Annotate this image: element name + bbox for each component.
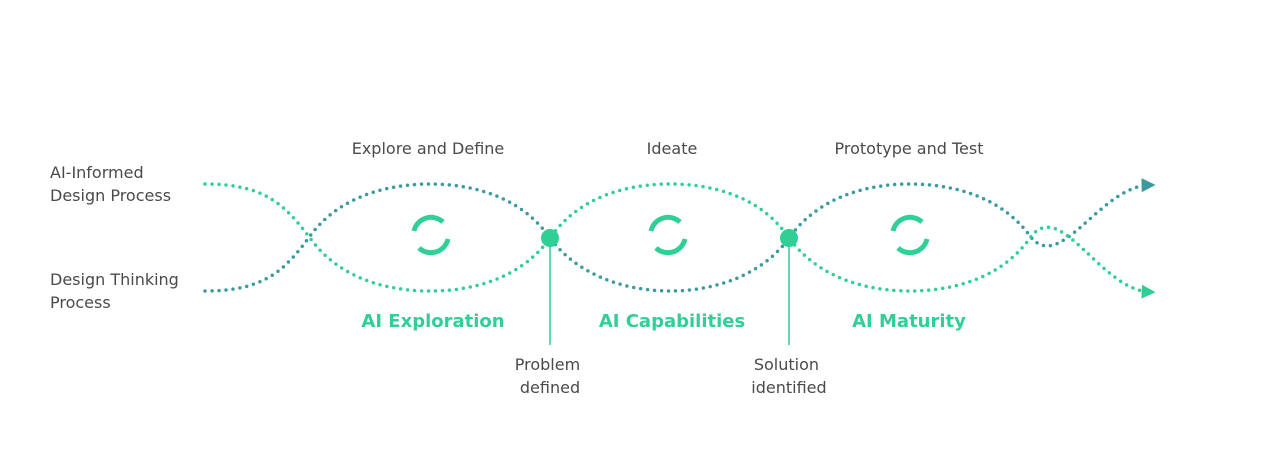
milestone-label-problem-defined: Problem defined <box>515 355 586 397</box>
refresh-cycle-icon <box>411 214 451 256</box>
milestone-dot-problem-defined <box>541 229 559 247</box>
phase-title-explore-define: Explore and Define <box>352 139 505 158</box>
refresh-cycle-icon <box>890 214 930 256</box>
refresh-cycle-icon <box>648 214 688 256</box>
design-thinking-strand <box>203 182 1156 299</box>
phase-title-ideate: Ideate <box>647 139 698 158</box>
ai-informed-strand <box>203 178 1156 293</box>
milestone-label-solution-identified: Solution identified <box>751 355 826 397</box>
milestone-dot-solution-identified <box>780 229 798 247</box>
design-thinking-process-label: Design Thinking Process <box>50 270 184 312</box>
stage-label-ai-maturity: AI Maturity <box>852 311 966 332</box>
stage-label-ai-exploration: AI Exploration <box>361 311 504 332</box>
phase-title-prototype-test: Prototype and Test <box>835 139 984 158</box>
stage-label-ai-capabilities: AI Capabilities <box>599 311 745 332</box>
ai-informed-process-label: AI-Informed Design Process <box>50 163 171 205</box>
